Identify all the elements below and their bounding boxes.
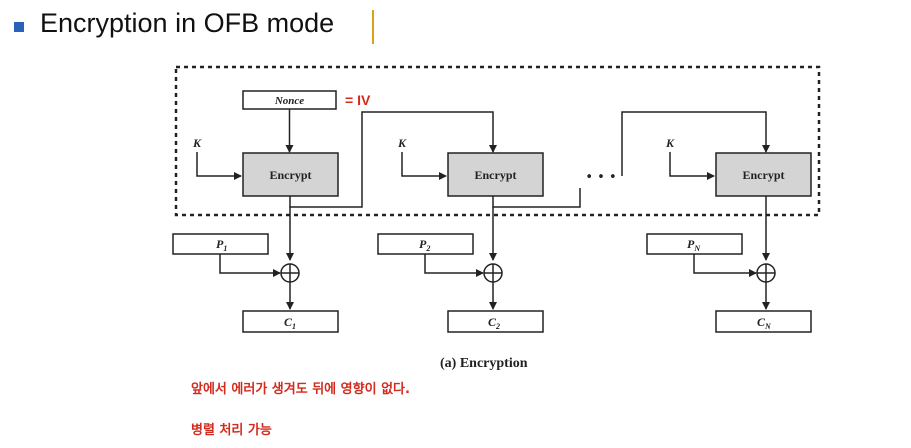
encrypt-label-n: Encrypt — [743, 168, 785, 182]
iv-annotation: = IV — [345, 92, 371, 108]
bullet-marker — [14, 22, 24, 32]
ciphertext-label-2: C2 — [488, 315, 500, 331]
parallel-note: 병렬 처리 가능 — [191, 423, 272, 438]
ellipsis-dots: • • • — [585, 170, 616, 185]
nonce-label: Nonce — [274, 95, 304, 107]
xor-icon-2 — [483, 263, 503, 283]
error-note: 앞에서 에러가 생겨도 뒤에 영향이 없다. — [191, 382, 410, 397]
slide-title: Encryption in OFB mode — [40, 8, 335, 38]
ciphertext-box-2 — [447, 310, 544, 333]
xor-icon-n — [756, 263, 776, 283]
ciphertext-label-1: C1 — [284, 315, 296, 331]
encrypt-box-n — [715, 152, 812, 197]
key-label-1: K — [192, 136, 202, 150]
plaintext-label-1: P1 — [216, 237, 227, 253]
plaintext-label-2: P2 — [419, 237, 430, 253]
encrypt-label-1: Encrypt — [270, 168, 312, 182]
ciphertext-label-n: CN — [757, 315, 772, 331]
encrypt-label-2: Encrypt — [475, 168, 517, 182]
diagram-caption: (a) Encryption — [440, 356, 528, 371]
key-label-n: K — [665, 136, 675, 150]
ciphertext-box-n — [715, 310, 812, 333]
text-cursor — [372, 10, 374, 44]
key-label-2: K — [397, 136, 407, 150]
dashed-boundary — [174, 65, 821, 217]
encrypt-box-2 — [447, 152, 544, 197]
ciphertext-box-1 — [242, 310, 339, 333]
plaintext-label-n: PN — [687, 237, 701, 253]
xor-icon-1 — [280, 263, 300, 283]
